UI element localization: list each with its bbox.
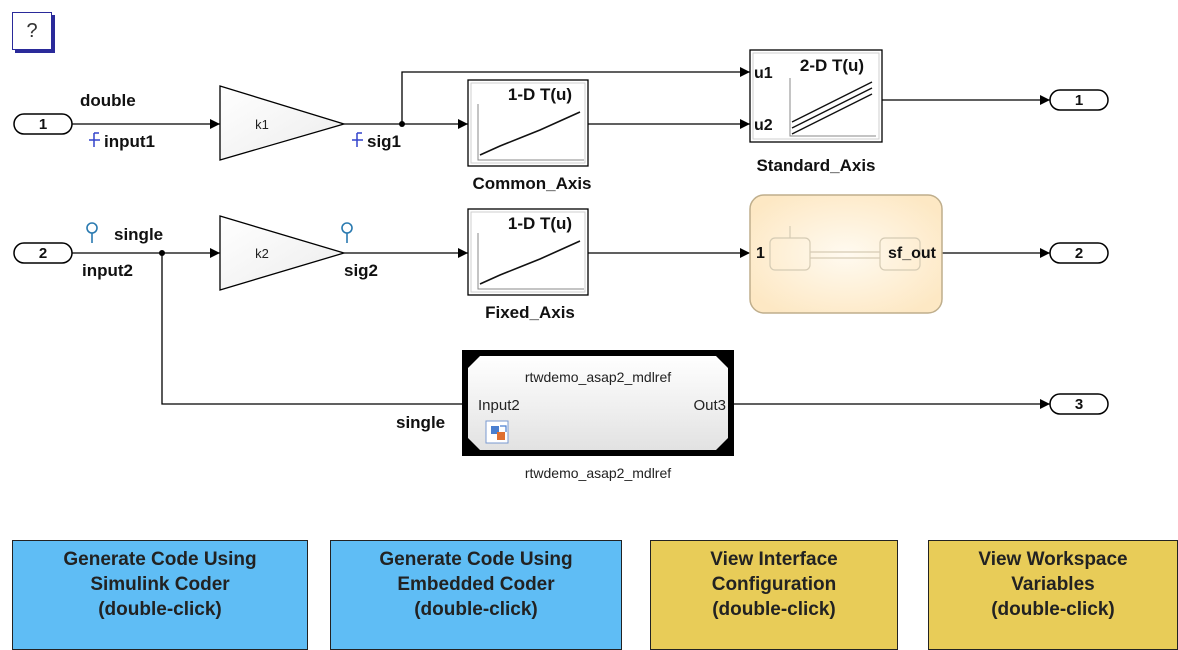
lookup-axes-fixed-axis	[477, 233, 584, 290]
test-point-icon-sig1	[352, 132, 363, 147]
branch-point-input2	[159, 250, 165, 256]
chart-in-port-label: 1	[756, 245, 765, 262]
lookup-axes-common-axis	[477, 104, 584, 161]
lookup-curves-standard-axis	[791, 81, 873, 135]
model-ref-icon	[485, 420, 509, 444]
lookup-curve-fixed-axis	[479, 240, 581, 285]
generate-code-embedded-coder-button[interactable]: Generate Code Using Embedded Coder (doub…	[330, 540, 622, 650]
branch-point-sig1	[399, 121, 405, 127]
model-ref-header: rtwdemo_asap2_mdlref	[525, 369, 671, 385]
port-label-u1: u1	[754, 65, 773, 82]
inport-2[interactable]: 2	[13, 242, 73, 264]
lookup-block-common-axis[interactable]: 1-D T(u)	[467, 79, 589, 167]
chart-state-icons	[769, 226, 921, 271]
block-name-common-axis: Common_Axis	[472, 174, 591, 193]
signal-type-input1: double	[80, 91, 136, 110]
outport-3[interactable]: 3	[1049, 393, 1109, 415]
gain-param-k2: k2	[255, 246, 269, 261]
line-input2-branch	[161, 253, 474, 409]
lookup-title-common-axis: 1-D T(u)	[508, 85, 572, 104]
block-name-standard-axis: Standard_Axis	[756, 156, 875, 175]
lookup-axes-standard-axis	[789, 78, 876, 137]
outport-1[interactable]: 1	[1049, 89, 1109, 111]
lookup-block-fixed-axis[interactable]: 1-D T(u)	[467, 208, 589, 296]
model-ref-in-port: Input2	[478, 397, 520, 414]
signal-log-icon-input2	[86, 222, 98, 243]
view-workspace-variables-button[interactable]: View Workspace Variables (double-click)	[928, 540, 1178, 650]
signal-type-model-input: single	[396, 413, 445, 432]
help-button[interactable]: ?	[12, 12, 52, 50]
line-sig1-branch	[401, 67, 750, 124]
lookup-title-fixed-axis: 1-D T(u)	[508, 214, 572, 233]
signal-lines	[72, 67, 1050, 409]
signal-type-input2: single	[114, 225, 163, 244]
outport-3-number: 3	[1075, 396, 1083, 413]
chart-out-port-label: sf_out	[888, 245, 937, 262]
inport-1-number: 1	[39, 116, 47, 133]
inport-2-number: 2	[39, 245, 47, 262]
model-ref-out-port: Out3	[693, 397, 726, 414]
lookup-title-standard-axis: 2-D T(u)	[800, 56, 864, 75]
generate-code-simulink-coder-button[interactable]: Generate Code Using Simulink Coder (doub…	[12, 540, 308, 650]
outport-1-number: 1	[1075, 92, 1083, 109]
signal-name-sig2: sig2	[344, 261, 378, 280]
signal-name-input1: input1	[104, 132, 155, 151]
block-name-fixed-axis: Fixed_Axis	[485, 303, 575, 322]
gain-param-k1: k1	[255, 117, 269, 132]
model-reference-block[interactable]: rtwdemo_asap2_mdlref Input2 Out3	[462, 350, 734, 456]
gain-block-k1[interactable]: k1	[219, 85, 347, 161]
signal-name-sig1: sig1	[367, 132, 401, 151]
model-ref-caption: rtwdemo_asap2_mdlref	[525, 465, 671, 481]
gain-block-k2[interactable]: k2	[219, 215, 347, 291]
view-interface-configuration-button[interactable]: View Interface Configuration (double-cli…	[650, 540, 898, 650]
outport-2-number: 2	[1075, 245, 1083, 262]
signal-name-input2: input2	[82, 261, 133, 280]
port-label-u2: u2	[754, 117, 773, 134]
stateflow-chart-block[interactable]: 1 sf_out	[749, 194, 943, 314]
lookup-block-standard-axis[interactable]: u1 u2 2-D T(u)	[749, 49, 883, 143]
lookup-curve-common-axis	[479, 111, 581, 156]
signal-log-icon-sig2	[341, 222, 353, 243]
test-point-icon-input1	[89, 132, 100, 147]
inport-1[interactable]: 1	[13, 113, 73, 135]
outport-2[interactable]: 2	[1049, 242, 1109, 264]
